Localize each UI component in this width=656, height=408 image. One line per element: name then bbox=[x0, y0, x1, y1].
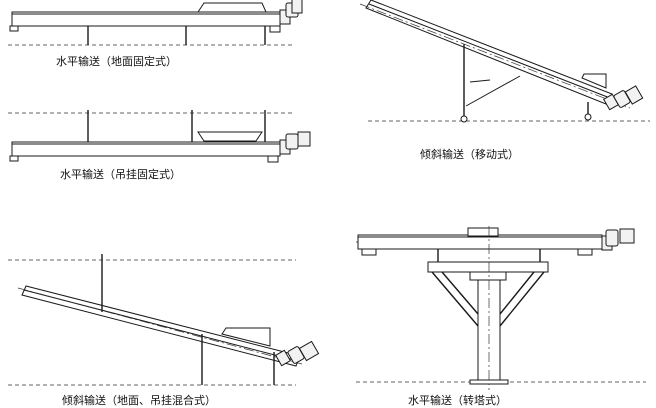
caption-inclined-mobile: 倾斜输送（移动式） bbox=[420, 147, 519, 161]
drive-motor bbox=[279, 0, 303, 25]
caption-horizontal-turret: 水平输送（转塔式） bbox=[408, 393, 507, 407]
drive-motor bbox=[601, 228, 635, 251]
trough bbox=[365, 0, 613, 105]
caption-horizontal-ground: 水平输送（地面固定式） bbox=[56, 54, 177, 68]
drive-motor bbox=[274, 340, 320, 367]
inlet-hopper bbox=[581, 73, 607, 89]
panel-horizontal-hanging: 水平输送（吊挂固定式） bbox=[8, 110, 311, 181]
caption-inclined-mixed: 倾斜输送（地面、吊挂混合式） bbox=[62, 393, 216, 407]
turret-platform bbox=[427, 261, 549, 273]
caption-horizontal-hanging: 水平输送（吊挂固定式） bbox=[60, 167, 181, 181]
panel-inclined-mobile: 倾斜输送（移动式） bbox=[359, 0, 650, 161]
drive-motor bbox=[602, 85, 644, 111]
inlet-hopper bbox=[197, 2, 267, 13]
inlet-hopper bbox=[221, 327, 271, 347]
panel-horizontal-ground: 水平输送（地面固定式） bbox=[8, 0, 303, 68]
drive-motor bbox=[279, 131, 311, 155]
panel-inclined-mixed: 倾斜输送（地面、吊挂混合式） bbox=[8, 254, 320, 407]
wheel bbox=[460, 115, 468, 123]
inlet-hopper bbox=[197, 131, 263, 142]
panel-horizontal-turret: 水平输送（转塔式） bbox=[356, 226, 646, 407]
